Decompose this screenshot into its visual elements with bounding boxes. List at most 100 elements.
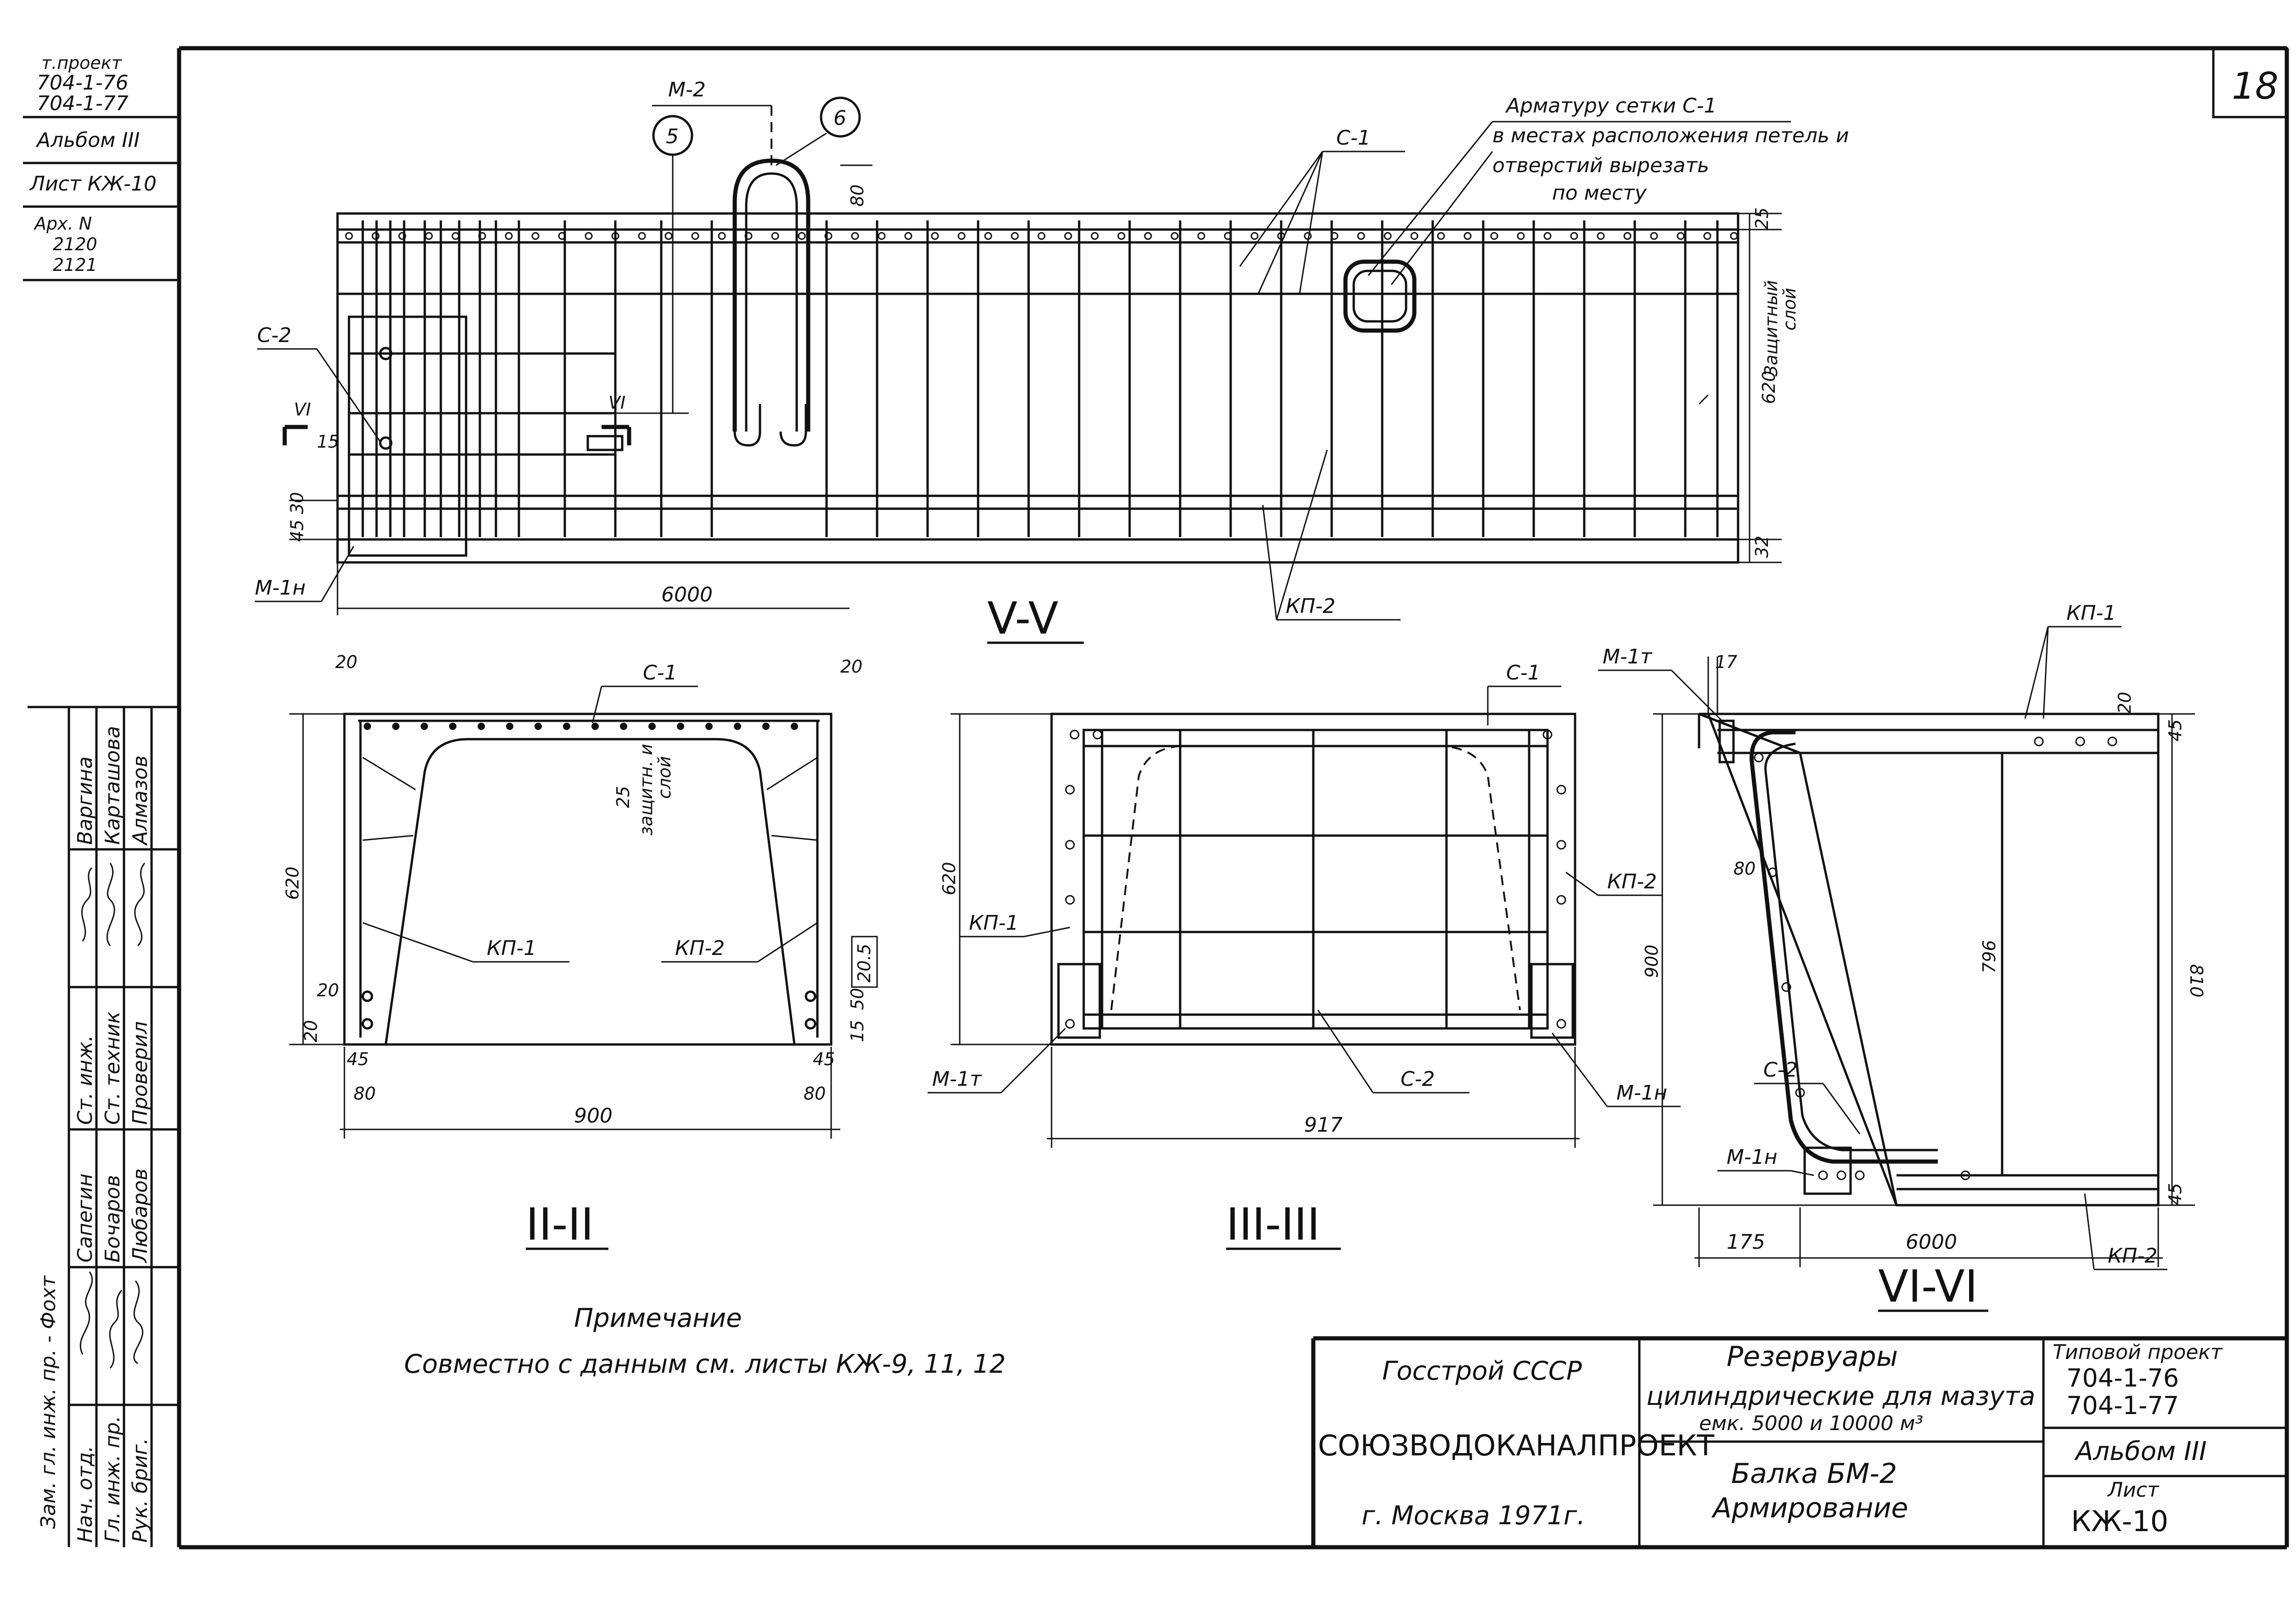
rebar-dot [1730,232,1738,240]
view-iii-iii: С-1 КП-1 КП-2 М-1т М-1н С-2 620 917 III-… [928,661,1681,1250]
signature-mark [134,863,146,947]
rebar-dot [2075,736,2085,747]
rebar-dot [451,232,460,240]
cut-marker-vi-right: VI [608,393,625,413]
dim-ii-20-left: 20 [317,980,339,1000]
dim-vi-6000: 6000 [1906,1230,1957,1254]
view-ii-ii: С-1 КП-1 КП-2 25 защитн. и слой 620 20 2… [282,652,878,1250]
dim-vi-20: 20 [2115,692,2135,714]
rebar-dot [1171,232,1179,240]
dim-vv-height: 620 [1759,371,1779,404]
rebar-dot [421,723,428,730]
note-text: Совместно с данным см. листы КЖ-9, 11, 1… [404,1349,1006,1379]
rebar-dot [1117,232,1125,240]
stamp-archive-1: Арх. N [33,213,92,234]
stamp-album: Альбом III [35,129,140,152]
rebar-dot [371,232,380,240]
rebar-dot [1037,232,1046,240]
dim-vv-loop: 80 [847,185,867,207]
dim-vi-80: 80 [1733,859,1756,879]
staff-name-almazov: Алмазов [129,755,152,846]
rebar-dot [691,232,699,240]
label-kp1-ii: КП-1 [487,937,536,960]
rebar-dot [718,232,726,240]
staff-role-technician: Ст. техник [101,1011,124,1125]
rebar-dot [531,232,540,240]
bent-bar [1750,730,1938,1164]
dim-vv-top: 25 [1752,208,1772,230]
section-label-vi-vi: VI-VI [1878,1261,1978,1312]
dim-ii-20-top-left: 20 [335,652,357,672]
tb-city-year: г. Москва 1971г. [1362,1501,1585,1531]
label-kp2-vi: КП-2 [2108,1244,2157,1268]
rebar-dot [1542,730,1553,740]
stamp-sheet: Лист КЖ-10 [29,172,157,196]
staff-name-lyubarov: Любаров [129,1168,152,1263]
rebar-dot [1410,232,1418,240]
rebar-dot [1011,232,1019,240]
dim-vi-45-bottom: 45 [2165,1183,2185,1205]
signature-mark [109,1290,123,1369]
tb-title-3: емк. 5000 и 10000 м³ [1699,1412,1923,1435]
rebar-dot [2107,736,2117,747]
rebar-dot [931,232,939,240]
dim-ii-80-left: 80 [354,1084,376,1104]
drawing-note: Примечание Совместно с данным см. листы … [404,1303,1006,1379]
dim-vv-15: 15 [317,432,339,452]
label-kp2-iii: КП-2 [1607,870,1657,893]
rebar-dot [425,232,433,240]
staff-name-vargina: Варгина [73,756,97,845]
dim-ii-20-top-right: 20 [840,657,862,677]
note-cut-mesh-4: по месту [1552,181,1647,205]
rebar-dot [620,723,627,730]
rebar-dot [1767,867,1778,877]
rebar-dot [734,723,741,730]
rebar-dot [1064,232,1072,240]
rebar-dot [506,723,513,730]
rebar-dot [563,723,570,730]
label-c2-vv: С-2 [257,324,292,347]
dim-ii-height: 620 [282,866,303,900]
rebar-dot [791,723,798,730]
rebar-dot [1818,1170,1828,1180]
dim-ii-prot-2: защитн. и [636,744,656,836]
rebar-dot [771,232,779,240]
note-cut-mesh-2: в местах расположения петель и [1492,124,1849,147]
staff-name-bocharov: Бочаров [101,1175,124,1263]
tb-org-gosstroy: Госстрой СССР [1382,1356,1582,1386]
callout-5-label: 5 [666,125,679,148]
rebar-dot [1330,232,1339,240]
rebar-dot [1556,1019,1566,1029]
label-kp2-ii: КП-2 [675,937,725,960]
tb-title-2: цилиндрические для мазута [1646,1381,2035,1411]
rebar-dot [558,232,566,240]
tb-album: Альбом III [2074,1437,2207,1466]
note-cut-mesh-1: Арматуру сетки С-1 [1505,94,1716,118]
rebar-dot [1384,232,1392,240]
tb-sheet-code: КЖ-10 [2071,1505,2168,1538]
staff-role-head: Нач. отд. [73,1446,97,1543]
rebar-dot [478,723,485,730]
rebar-dot [1092,730,1103,740]
staff-name-sapegin: Сапегин [73,1173,97,1263]
sheet-frame: 18 [177,46,2289,1549]
note-cut-mesh-3: отверстий вырезать [1492,154,1709,177]
dim-vv-45: 45 [287,520,307,542]
rebar-dot [585,232,593,240]
rebar-dot [1855,1170,1865,1180]
title-block: Госстрой СССР СОЮЗВОДОКАНАЛПРОЕКТ г. Мос… [1311,1336,2287,1547]
rebar-dot [648,723,656,730]
rebar-dot [1304,232,1312,240]
rebar-dot [1556,785,1566,795]
rebar-dot [1836,1170,1846,1180]
rebar-dot [1357,232,1365,240]
label-m1t-vi: М-1т [1603,645,1653,668]
rebar-dot [1795,1088,1805,1098]
dim-vi-810: 810 [2186,964,2206,998]
signature-mark [133,1280,144,1364]
dim-ii-45-left: 45 [347,1049,369,1069]
dim-ii-15: 15 [847,1020,867,1042]
rebar-dot [1490,232,1498,240]
label-kp1-iii: КП-1 [969,911,1019,935]
